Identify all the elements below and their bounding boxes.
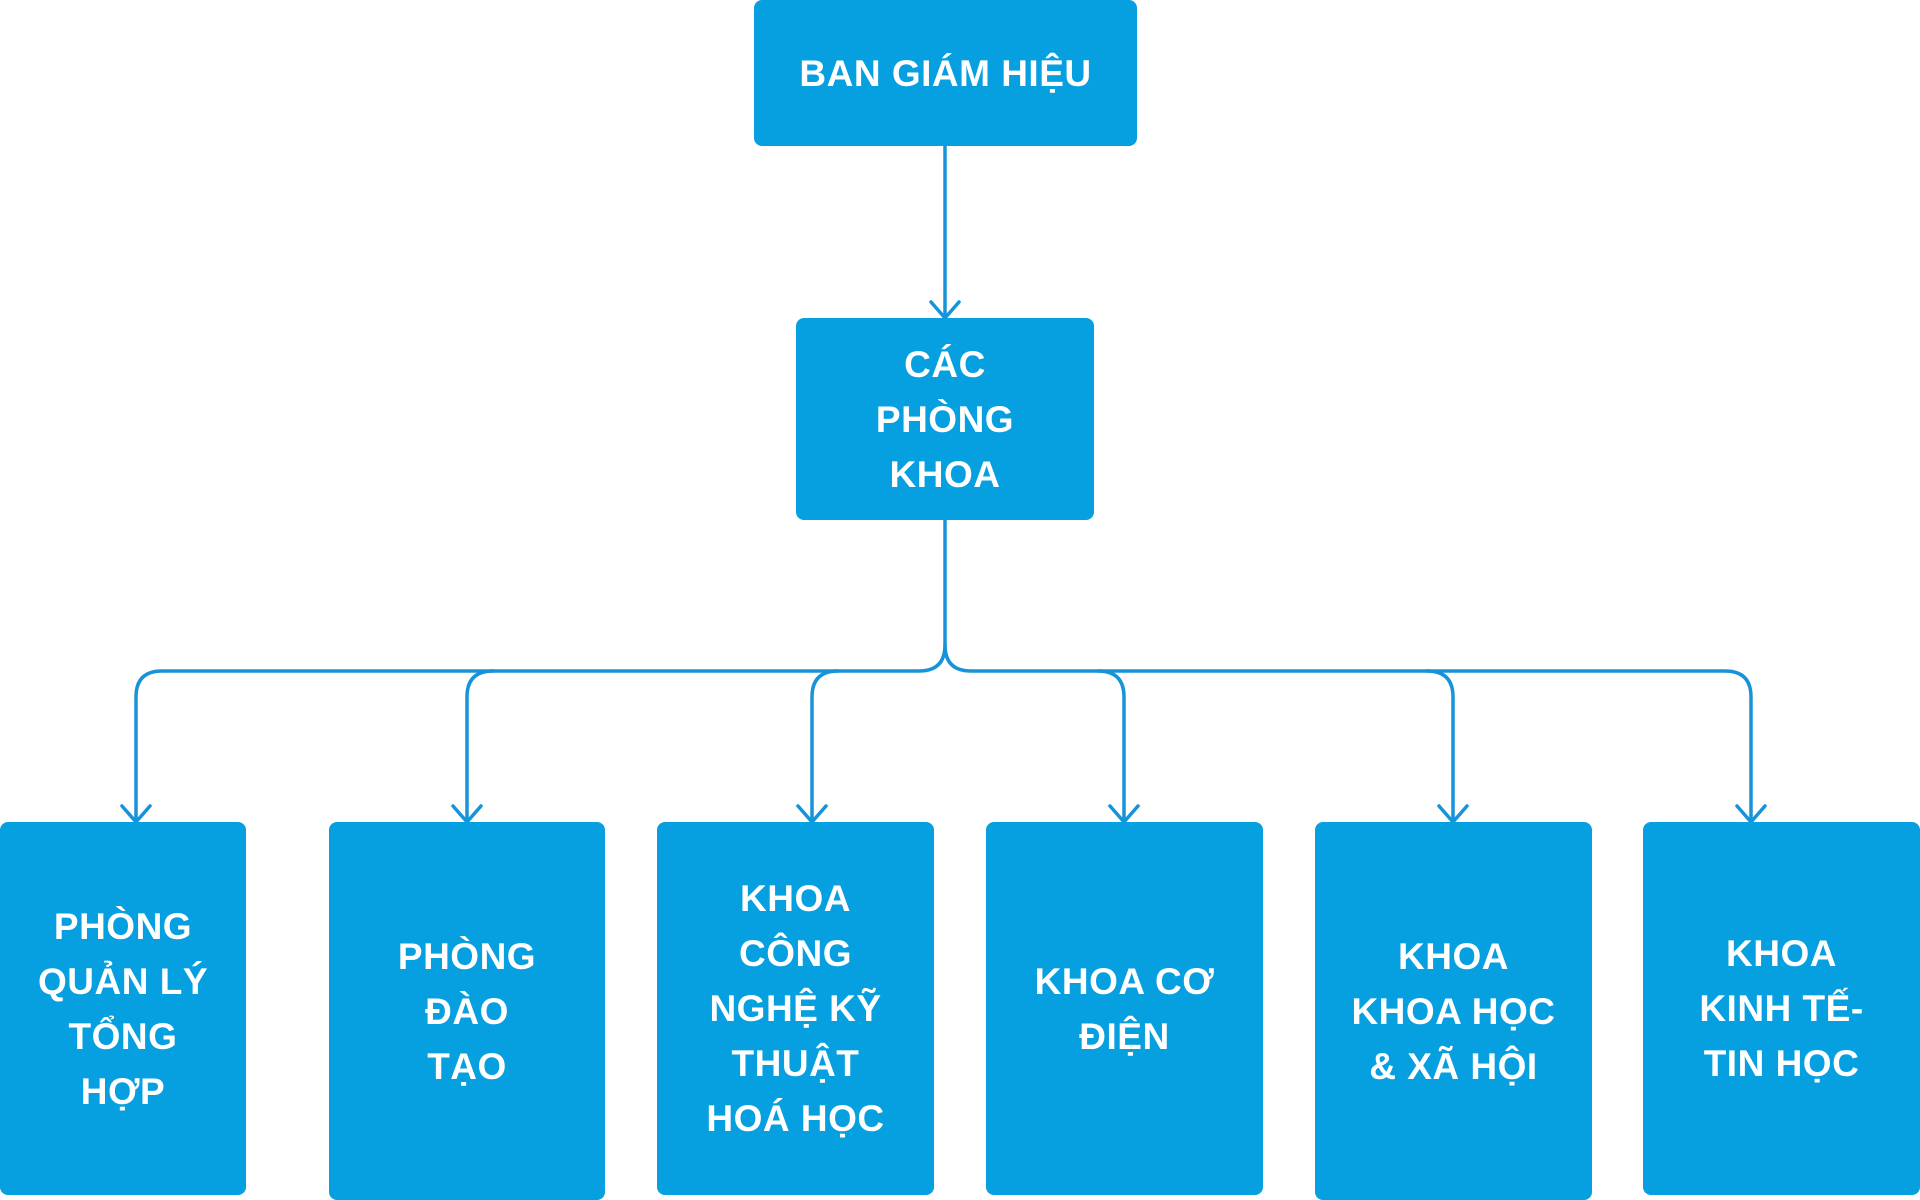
connector-branch-2: [465, 669, 495, 824]
node-khoa-khoa-hoc-xa-hoi-label: KHOA KHOA HỌC & XÃ HỘI: [1351, 935, 1556, 1087]
node-ban-giam-hieu: BAN GIÁM HIỆU: [754, 0, 1137, 146]
node-khoa-kinh-te-tin-hoc-label: KHOA KINH TẾ- TIN HỌC: [1699, 933, 1864, 1084]
node-cac-phong-khoa-label: CÁC PHÒNG KHOA: [875, 343, 1015, 495]
node-phong-quan-ly-tong-hop-label: PHÒNG QUẢN LÝ TỔNG HỢP: [38, 905, 208, 1112]
node-cac-phong-khoa: CÁC PHÒNG KHOA: [796, 318, 1094, 520]
node-phong-dao-tao: PHÒNG ĐÀO TẠO: [329, 822, 605, 1200]
node-khoa-cong-nghe-ky-thuat-hoa-hoc: KHOA CÔNG NGHỆ KỸ THUẬT HOÁ HỌC: [657, 822, 934, 1195]
connector-trunk-right: [943, 643, 1753, 824]
node-ban-giam-hieu-label: BAN GIÁM HIỆU: [799, 52, 1092, 94]
node-khoa-cong-nghe-ky-thuat-hoa-hoc-label: KHOA CÔNG NGHỆ KỸ THUẬT HOÁ HỌC: [706, 878, 885, 1139]
connector-branch-4: [1096, 669, 1126, 824]
node-khoa-co-dien-label: KHOA CƠ ĐIỆN: [1034, 960, 1215, 1057]
connector-branch-5: [1425, 669, 1455, 824]
connector-branch-3: [810, 669, 840, 824]
node-khoa-khoa-hoc-xa-hoi: KHOA KHOA HỌC & XÃ HỘI: [1315, 822, 1592, 1200]
node-phong-quan-ly-tong-hop: PHÒNG QUẢN LÝ TỔNG HỢP: [0, 822, 246, 1195]
node-phong-dao-tao-label: PHÒNG ĐÀO TẠO: [397, 935, 537, 1087]
node-khoa-kinh-te-tin-hoc: KHOA KINH TẾ- TIN HỌC: [1643, 822, 1920, 1195]
connector-trunk-left: [134, 518, 947, 824]
node-khoa-co-dien: KHOA CƠ ĐIỆN: [986, 822, 1263, 1195]
